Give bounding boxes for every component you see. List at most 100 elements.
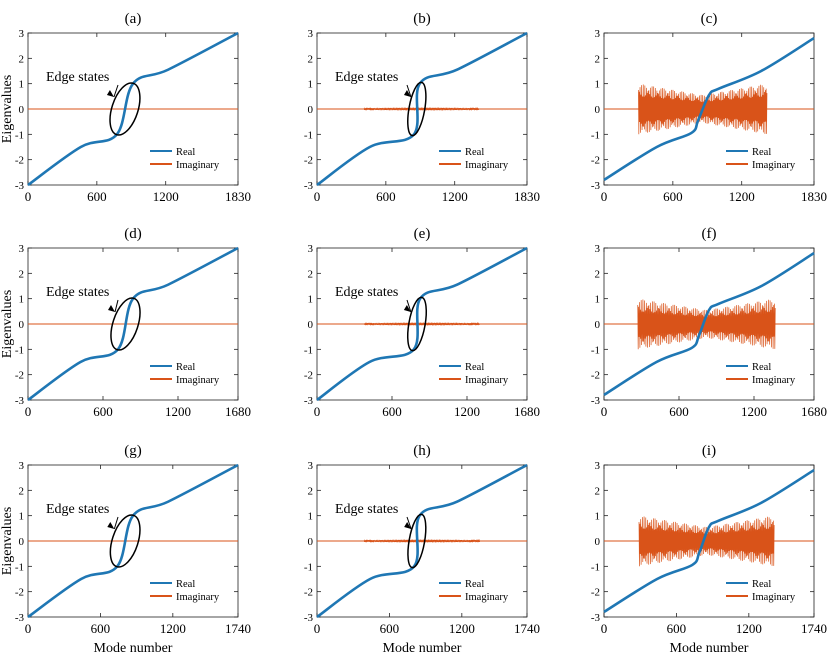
x-tick-label: 1200 — [454, 404, 480, 419]
y-tick-label: 3 — [19, 243, 25, 255]
x-tick-label: 0 — [601, 621, 608, 636]
imaginary-series — [638, 516, 775, 567]
x-tick-label: 1830 — [225, 189, 251, 204]
x-tick-label: 0 — [314, 404, 321, 419]
x-tick-label: 600 — [663, 189, 683, 204]
edge-states-arrow — [113, 84, 119, 98]
y-axis-label: Eigenvalues — [0, 507, 15, 575]
legend-imag-label: Imaginary — [752, 375, 796, 386]
edge-states-ellipse — [109, 514, 141, 568]
y-tick-label: 3 — [308, 460, 314, 472]
y-tick-label: 2 — [595, 53, 601, 65]
x-tick-label: 1830 — [801, 189, 827, 204]
y-tick-label: -2 — [304, 155, 313, 167]
y-tick-label: -3 — [304, 180, 314, 192]
legend-real-label: Real — [465, 147, 484, 158]
edge-states-label: Edge states — [335, 70, 398, 85]
x-axis-label: Mode number — [670, 641, 749, 656]
edge-states-arrowhead — [403, 305, 411, 312]
y-tick-label: 0 — [308, 536, 314, 548]
x-tick-label: 1200 — [736, 621, 762, 636]
x-tick-label: 600 — [87, 189, 107, 204]
edge-states-label: Edge states — [335, 285, 398, 300]
x-tick-label: 1740 — [514, 621, 540, 636]
y-tick-label: -1 — [304, 561, 313, 573]
y-tick-label: 2 — [308, 53, 314, 65]
x-tick-label: 1200 — [153, 189, 179, 204]
edge-states-label: Edge states — [335, 502, 398, 517]
y-tick-label: -3 — [591, 395, 601, 407]
y-tick-label: -3 — [15, 180, 25, 192]
x-tick-label: 600 — [91, 621, 111, 636]
y-tick-label: -1 — [591, 561, 600, 573]
y-tick-label: -2 — [304, 370, 313, 382]
y-tick-label: 1 — [19, 79, 25, 91]
imaginary-series — [637, 299, 776, 350]
x-tick-label: 600 — [380, 621, 400, 636]
y-tick-label: -3 — [304, 395, 314, 407]
y-tick-label: 1 — [595, 294, 601, 306]
y-tick-label: -3 — [15, 612, 25, 624]
edge-states-ellipse — [406, 296, 428, 352]
x-tick-label: 1680 — [225, 404, 251, 419]
y-tick-label: -1 — [591, 129, 600, 141]
x-tick-label: 600 — [667, 621, 687, 636]
y-tick-label: 1 — [19, 511, 25, 523]
x-tick-label: 600 — [669, 404, 689, 419]
y-tick-label: 3 — [595, 243, 601, 255]
real-series — [603, 251, 815, 397]
y-tick-label: 1 — [595, 511, 601, 523]
edge-states-ellipse — [407, 81, 427, 137]
x-tick-label: 1200 — [729, 189, 755, 204]
x-tick-label: 600 — [376, 189, 396, 204]
edge-states-arrow — [113, 516, 119, 530]
real-series — [603, 36, 815, 182]
imaginary-series — [364, 321, 480, 327]
x-tick-label: 1680 — [801, 404, 827, 419]
real-series — [316, 246, 528, 402]
x-tick-label: 600 — [93, 404, 113, 419]
x-tick-label: 0 — [314, 189, 321, 204]
y-tick-label: 2 — [19, 53, 25, 65]
y-tick-label: -2 — [591, 155, 600, 167]
panel-label: (i) — [702, 443, 716, 459]
x-tick-label: 0 — [25, 621, 32, 636]
real-series — [27, 31, 239, 187]
y-tick-label: 1 — [595, 79, 601, 91]
x-tick-label: 1740 — [801, 621, 827, 636]
y-tick-label: 2 — [308, 485, 314, 497]
x-tick-label: 0 — [601, 189, 608, 204]
y-tick-label: -2 — [15, 370, 24, 382]
x-tick-label: 0 — [601, 404, 608, 419]
y-axis-label: Eigenvalues — [0, 290, 15, 358]
x-tick-label: 0 — [25, 189, 32, 204]
imaginary-series — [363, 106, 480, 112]
edge-states-arrowhead — [404, 522, 412, 529]
x-tick-label: 0 — [25, 404, 32, 419]
legend-imag-label: Imaginary — [465, 375, 509, 386]
edge-states-label: Edge states — [46, 285, 109, 300]
y-tick-label: 0 — [308, 104, 314, 116]
edge-states-arrowhead — [107, 522, 115, 529]
x-tick-label: 1200 — [160, 621, 186, 636]
panel-label: (h) — [413, 443, 431, 459]
legend-imag-label: Imaginary — [176, 375, 220, 386]
y-tick-label: 0 — [19, 104, 25, 116]
y-tick-label: 3 — [19, 28, 25, 40]
y-tick-label: 3 — [595, 460, 601, 472]
panel-label: (d) — [124, 226, 142, 242]
panel-label: (a) — [125, 11, 142, 27]
legend-real-label: Real — [176, 362, 195, 373]
x-tick-label: 600 — [382, 404, 402, 419]
panel-label: (b) — [413, 11, 431, 27]
y-tick-label: -3 — [591, 180, 601, 192]
real-series — [27, 246, 239, 402]
edge-states-ellipse — [110, 297, 141, 351]
